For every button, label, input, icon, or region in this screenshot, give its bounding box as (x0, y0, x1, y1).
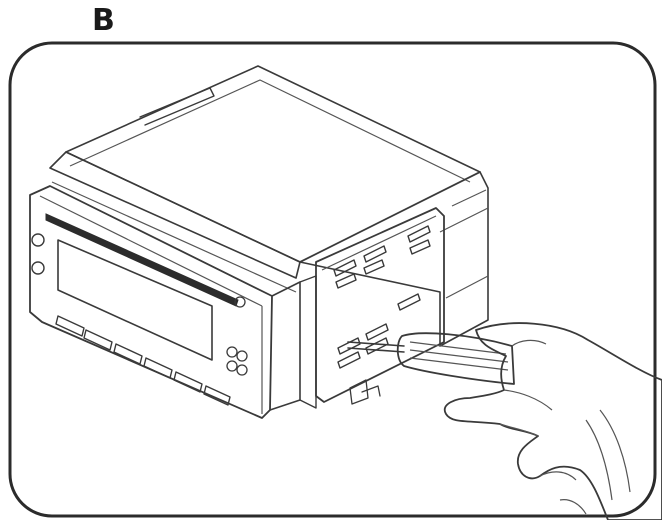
car-stereo-unit (29, 65, 489, 419)
step-label: B (92, 3, 115, 38)
faceplate (29, 185, 273, 419)
left-knob-bottom (31, 261, 45, 275)
hand (443, 322, 662, 520)
right-knob-2 (226, 346, 238, 358)
display-window (57, 239, 213, 361)
illustration-frame (8, 41, 657, 518)
disc-slot (45, 213, 239, 307)
right-knob-5 (236, 364, 248, 376)
preset-buttons (55, 315, 231, 406)
screwdriver (347, 332, 515, 385)
right-knob-4 (226, 360, 238, 372)
right-knob-3 (236, 350, 248, 362)
mounting-sleeve (315, 207, 445, 403)
left-knob-top (31, 233, 45, 247)
right-knob-1 (234, 296, 246, 308)
bend-tabs (333, 225, 431, 369)
